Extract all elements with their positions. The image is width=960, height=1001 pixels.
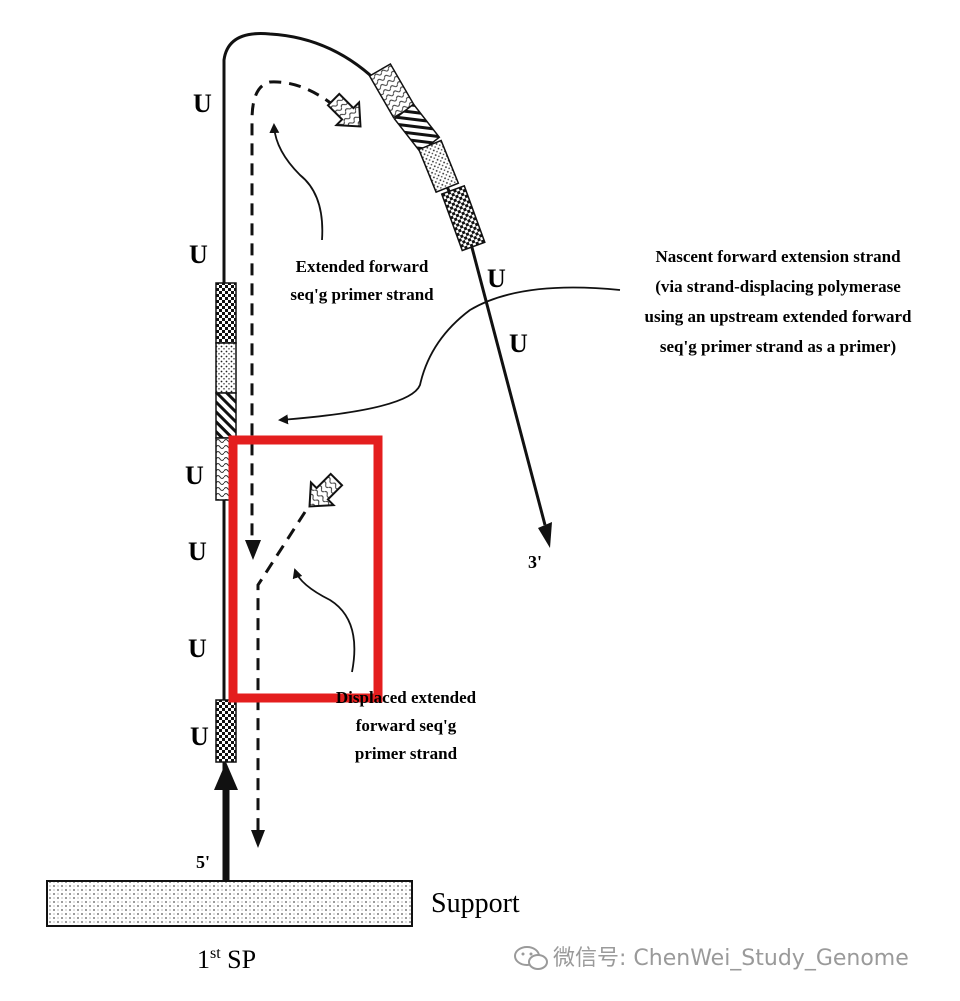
u-marker: U: [188, 634, 207, 663]
three-prime-arrowhead: [538, 522, 552, 548]
label-nascent-line2: (via strand-displacing polymerase: [655, 277, 901, 296]
extended-primer-strand: [250, 80, 352, 540]
label-five-prime: 5': [196, 852, 210, 872]
block-dots: [215, 342, 237, 394]
label-support: Support: [431, 888, 520, 919]
label-displaced-line3: primer strand: [355, 744, 458, 763]
u-marker: U: [189, 240, 208, 269]
label-nascent-line4: seq'g primer strand as a primer): [660, 337, 896, 356]
wechat-icon: [514, 946, 548, 970]
primer-arrow-bottom: [308, 472, 344, 508]
block-checker-bottom: [215, 699, 237, 763]
support-block: [46, 880, 413, 927]
block-curve-checker: [440, 184, 486, 252]
upward-arrowhead: [214, 762, 238, 790]
displaced-strand: [256, 511, 307, 830]
block-checker-top: [215, 282, 237, 344]
label-three-prime: 3': [528, 552, 542, 572]
extended-primer-arrowhead: [245, 540, 261, 560]
label-extended-line1: Extended forward: [296, 257, 429, 276]
u-marker: U: [193, 89, 212, 118]
label-nascent-line3: using an upstream extended forward: [645, 307, 913, 326]
label-displaced-line1: Displaced extended: [336, 688, 477, 707]
u-marker: U: [487, 264, 506, 293]
highlight-box: [228, 435, 383, 703]
displaced-arrowhead: [251, 830, 265, 848]
watermark-text: 微信号: ChenWei_Study_Genome: [553, 946, 909, 971]
label-extended-line2: seq'g primer strand: [290, 285, 434, 304]
block-curve-dots: [417, 139, 460, 194]
label-nascent-line1: Nascent forward extension strand: [655, 247, 901, 266]
callout-extended: [269, 123, 324, 241]
label-displaced-line2: forward seq'g: [356, 716, 457, 735]
callout-displaced: [292, 568, 356, 673]
block-diagonal: [215, 392, 237, 439]
label-first-sp: 1st SP: [197, 945, 256, 974]
u-marker: U: [509, 329, 528, 358]
u-marker: U: [185, 461, 204, 490]
primer-arrow-top: [326, 92, 362, 128]
callout-nascent: [278, 286, 621, 425]
u-marker: U: [188, 537, 207, 566]
u-marker: U: [190, 722, 209, 751]
